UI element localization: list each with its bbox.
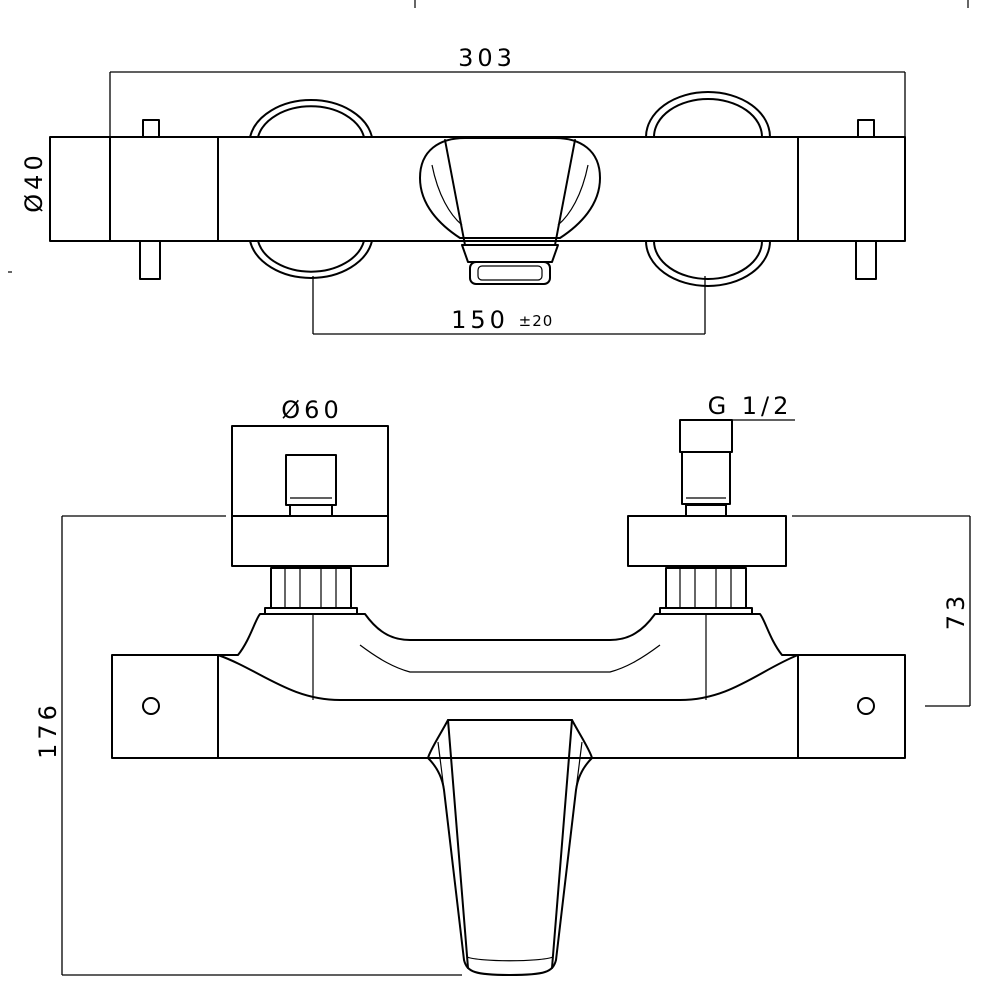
dimension-303: 303 — [109, 44, 906, 137]
dimension-176: 176 — [34, 515, 462, 976]
front-body — [111, 613, 906, 759]
dimension-label-176: 176 — [34, 701, 62, 759]
dimension-label-diameter-60: Ø60 — [281, 396, 342, 424]
right-handle — [627, 419, 787, 615]
dimension-diameter-60: Ø60 — [232, 396, 388, 427]
dimension-tolerance-label: ±20 — [519, 312, 554, 330]
top-spout — [419, 137, 601, 285]
left-handle — [231, 425, 389, 615]
dimension-label-diameter-40: Ø40 — [20, 151, 48, 212]
left-screw-hole — [142, 697, 160, 715]
dimension-label-g-half: G 1/2 — [708, 392, 793, 420]
top-body — [49, 136, 906, 242]
dimension-73: 73 — [792, 515, 971, 707]
dimension-diameter-40: Ø40 — [20, 137, 51, 241]
left-wall-rosette — [249, 99, 373, 279]
right-screw-hole — [857, 697, 875, 715]
dimension-label-73: 73 — [942, 592, 970, 631]
front-view: Ø60 G 1/2 73 176 — [34, 392, 971, 976]
dimension-label-303: 303 — [458, 44, 516, 72]
dimension-g-half: G 1/2 — [680, 392, 795, 421]
top-view: 303 Ø40 150 ±20 — [8, 0, 969, 335]
right-wall-rosette — [645, 91, 771, 287]
dimension-150: 150 ±20 — [312, 276, 706, 335]
dimension-label-150: 150 — [451, 306, 509, 334]
top-pins — [139, 119, 877, 280]
front-spout — [427, 719, 593, 976]
